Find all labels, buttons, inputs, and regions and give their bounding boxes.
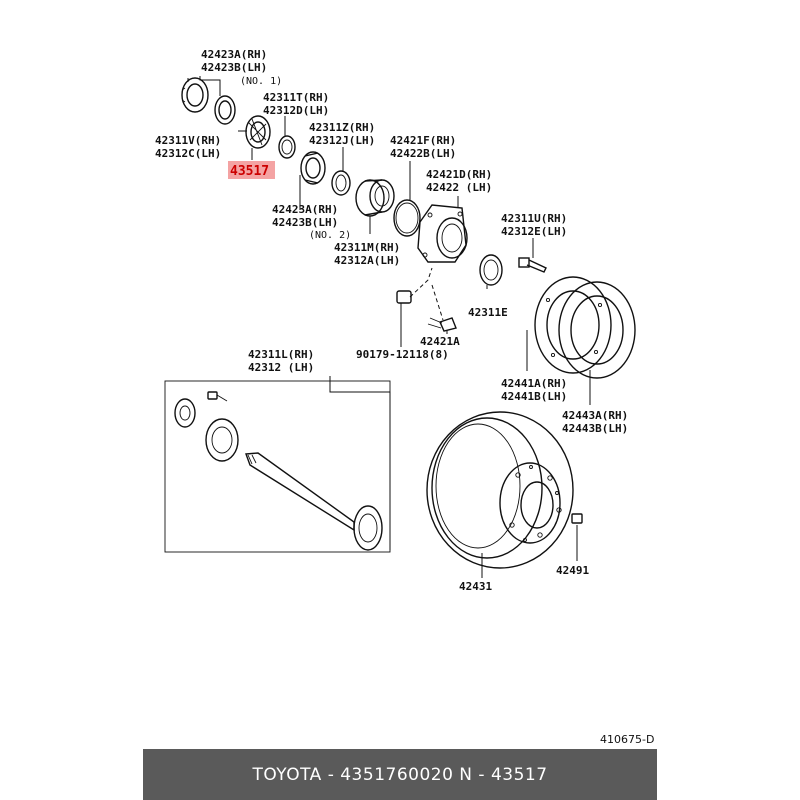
spacer-ring-42311t (278, 135, 296, 159)
label-42311z-rh[interactable]: 42311Z(RH) (309, 121, 375, 134)
part-number-footer: TOYOTA - 4351760020 N - 43517 (143, 749, 657, 800)
label-42311e[interactable]: 42311E (468, 306, 508, 319)
axle-shaft-box (164, 380, 391, 553)
housing-42421d (417, 204, 468, 263)
label-42441a-rh[interactable]: 42441A(RH) (501, 377, 567, 390)
label-42491[interactable]: 42491 (556, 564, 589, 577)
label-42423b-lh-2[interactable]: 42423B(LH) (272, 216, 338, 229)
part-labels: 42423A(RH) 42423B(LH) (NO. 1) 42311T(RH)… (155, 48, 628, 593)
oil-seal-42311v (181, 77, 209, 113)
label-42311l-rh[interactable]: 42311L(RH) (248, 348, 314, 361)
label-42423b-lh[interactable]: 42423B(LH) (201, 61, 267, 74)
label-42443a-rh[interactable]: 42443A(RH) (562, 409, 628, 422)
label-42441b-lh[interactable]: 42441B(LH) (501, 390, 567, 403)
label-42443b-lh[interactable]: 42443B(LH) (562, 422, 628, 435)
bearing-42311m (355, 179, 395, 217)
bearing-cup-no1 (214, 95, 236, 125)
backing-plate-42441a (534, 276, 612, 374)
leader-lines (187, 76, 591, 578)
highlighted-part-number[interactable]: 43517 (230, 164, 269, 179)
label-no2: (NO. 2) (309, 230, 351, 241)
diagram-reference-code: 410675-D (600, 733, 655, 746)
label-42421f-rh[interactable]: 42421F(RH) (390, 134, 456, 147)
bolt-42311u (518, 257, 547, 273)
label-42311t-rh[interactable]: 42311T(RH) (263, 91, 329, 104)
bearing-cone-43517 (245, 115, 271, 149)
label-42422b-lh[interactable]: 42422B(LH) (390, 147, 456, 160)
o-ring-42421f (393, 199, 421, 237)
nut-90179 (396, 290, 412, 304)
label-42312c-lh[interactable]: 42312C(LH) (155, 147, 221, 160)
label-42312e-lh[interactable]: 42312E(LH) (501, 225, 567, 238)
brake-disc-42431 (426, 411, 574, 569)
label-42312a-lh[interactable]: 42312A(LH) (334, 254, 400, 267)
label-42312d-lh[interactable]: 42312D(LH) (263, 104, 329, 117)
seal-42311z (331, 170, 351, 196)
label-42431[interactable]: 42431 (459, 580, 492, 593)
label-42311m-rh[interactable]: 42311M(RH) (334, 241, 400, 254)
label-42312-lh[interactable]: 42312 (LH) (248, 361, 314, 374)
label-42422-lh[interactable]: 42422 (LH) (426, 181, 492, 194)
label-42423a-rh-2[interactable]: 42423A(RH) (272, 203, 338, 216)
axle-shaft-42311l (174, 391, 383, 551)
label-42311u-rh[interactable]: 42311U(RH) (501, 212, 567, 225)
highlight-box (228, 161, 275, 179)
alignment-dash (409, 267, 444, 321)
label-42311v-rh[interactable]: 42311V(RH) (155, 134, 221, 147)
label-42423a-rh[interactable]: 42423A(RH) (201, 48, 267, 61)
label-no1: (NO. 1) (240, 76, 282, 87)
label-42421d-rh[interactable]: 42421D(RH) (426, 168, 492, 181)
bearing-cup-no2 (300, 151, 326, 185)
bolt-42491 (571, 513, 583, 524)
label-90179-12118[interactable]: 90179-12118(8) (356, 348, 449, 361)
label-42312j-lh[interactable]: 42312J(LH) (309, 134, 375, 147)
stud-42421a (427, 317, 457, 332)
label-42421a[interactable]: 42421A (420, 335, 460, 348)
seal-42311e (479, 254, 503, 286)
gasket-42443a (558, 281, 636, 379)
